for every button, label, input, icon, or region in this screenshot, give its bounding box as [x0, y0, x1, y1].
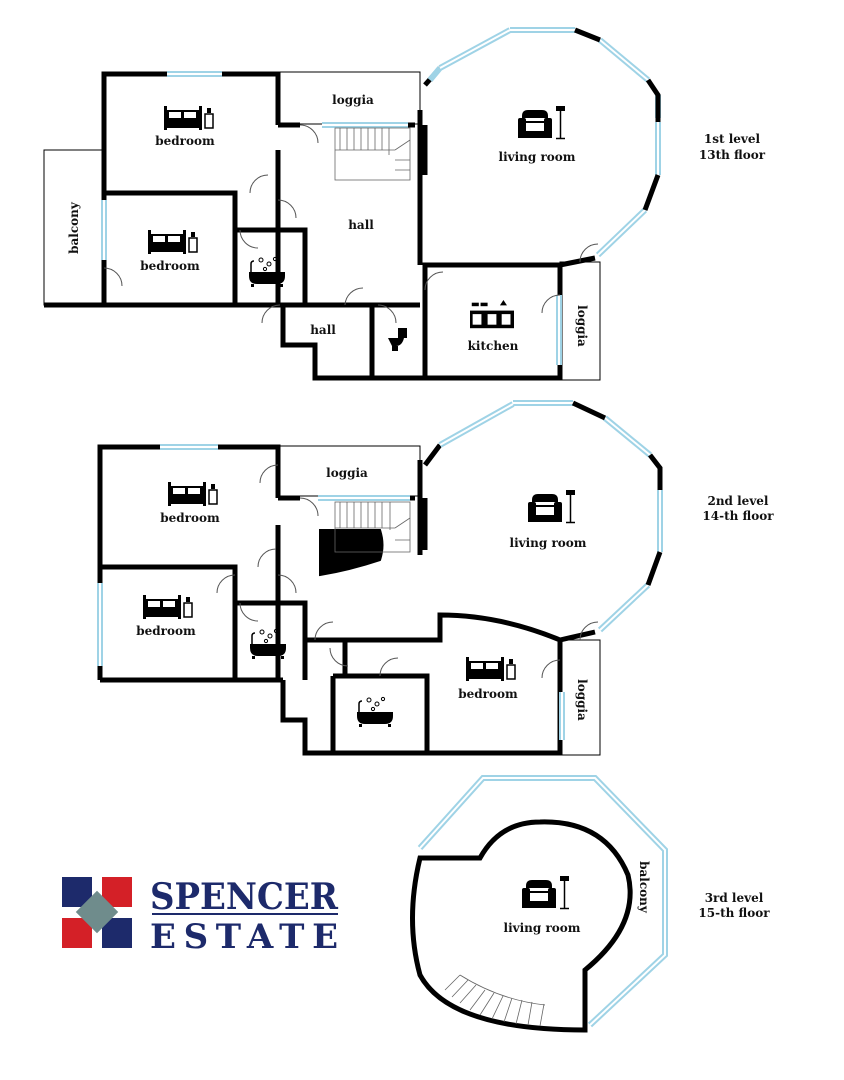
- room-label-kitchen: kitchen: [468, 339, 519, 353]
- bed-icon: [164, 106, 214, 130]
- room-label-balcony: balcony: [67, 201, 81, 254]
- room-label-living-room: living room: [510, 536, 587, 550]
- floor-number: 15-th floor: [698, 906, 770, 920]
- logo-text-estate: ESTATE: [150, 917, 338, 957]
- room-label-loggia: loggia: [575, 679, 589, 721]
- room-label-living-room: living room: [499, 150, 576, 164]
- doors: [103, 124, 599, 324]
- level-title: 1st level: [704, 132, 761, 146]
- room-label-bedroom: bedroom: [160, 511, 220, 525]
- kitchen-appliances-icon: [470, 300, 514, 329]
- room-label-living-room: living room: [504, 921, 581, 935]
- armchair-lamp-icon: [518, 106, 566, 140]
- doors: [216, 464, 599, 679]
- room-label-hall: hall: [310, 323, 336, 337]
- armchair-lamp-icon: [528, 490, 576, 524]
- bed-icon: [148, 230, 198, 254]
- bed-icon: [168, 482, 218, 506]
- room-label-balcony: balcony: [637, 861, 651, 914]
- staircase: [334, 127, 411, 181]
- room-label-bedroom: bedroom: [136, 624, 196, 638]
- spencer-estate-logo: SPENCER ESTATE: [62, 876, 339, 957]
- level-3-plan: living room balcony 3rd level 15-th floo…: [410, 775, 770, 1033]
- bathtub-icon: [249, 628, 287, 660]
- room-label-loggia: loggia: [332, 93, 374, 107]
- bathtub-icon: [356, 696, 394, 728]
- room-label-bedroom: bedroom: [458, 687, 518, 701]
- armchair-lamp-icon: [522, 876, 570, 910]
- staircase: [334, 501, 411, 553]
- floor-number: 14-th floor: [702, 509, 774, 523]
- room-label-loggia: loggia: [575, 305, 589, 347]
- level-1-plan: bedroom bedroom balcony loggia hall hall…: [43, 27, 766, 381]
- level-title: 3rd level: [705, 891, 764, 905]
- level-2-plan: bedroom bedroom loggia living room bedro…: [97, 400, 774, 756]
- spiral-staircase: [444, 974, 546, 1027]
- room-label-bedroom: bedroom: [140, 259, 200, 273]
- room-label-loggia: loggia: [326, 466, 368, 480]
- logo-text-spencer: SPENCER: [150, 876, 339, 918]
- bed-icon: [466, 657, 516, 681]
- toilet-icon: [388, 328, 407, 351]
- room-label-hall: hall: [348, 218, 374, 232]
- level-title: 2nd level: [707, 494, 768, 508]
- floor-number: 13th floor: [699, 148, 766, 162]
- bed-icon: [143, 595, 193, 619]
- room-label-bedroom: bedroom: [155, 134, 215, 148]
